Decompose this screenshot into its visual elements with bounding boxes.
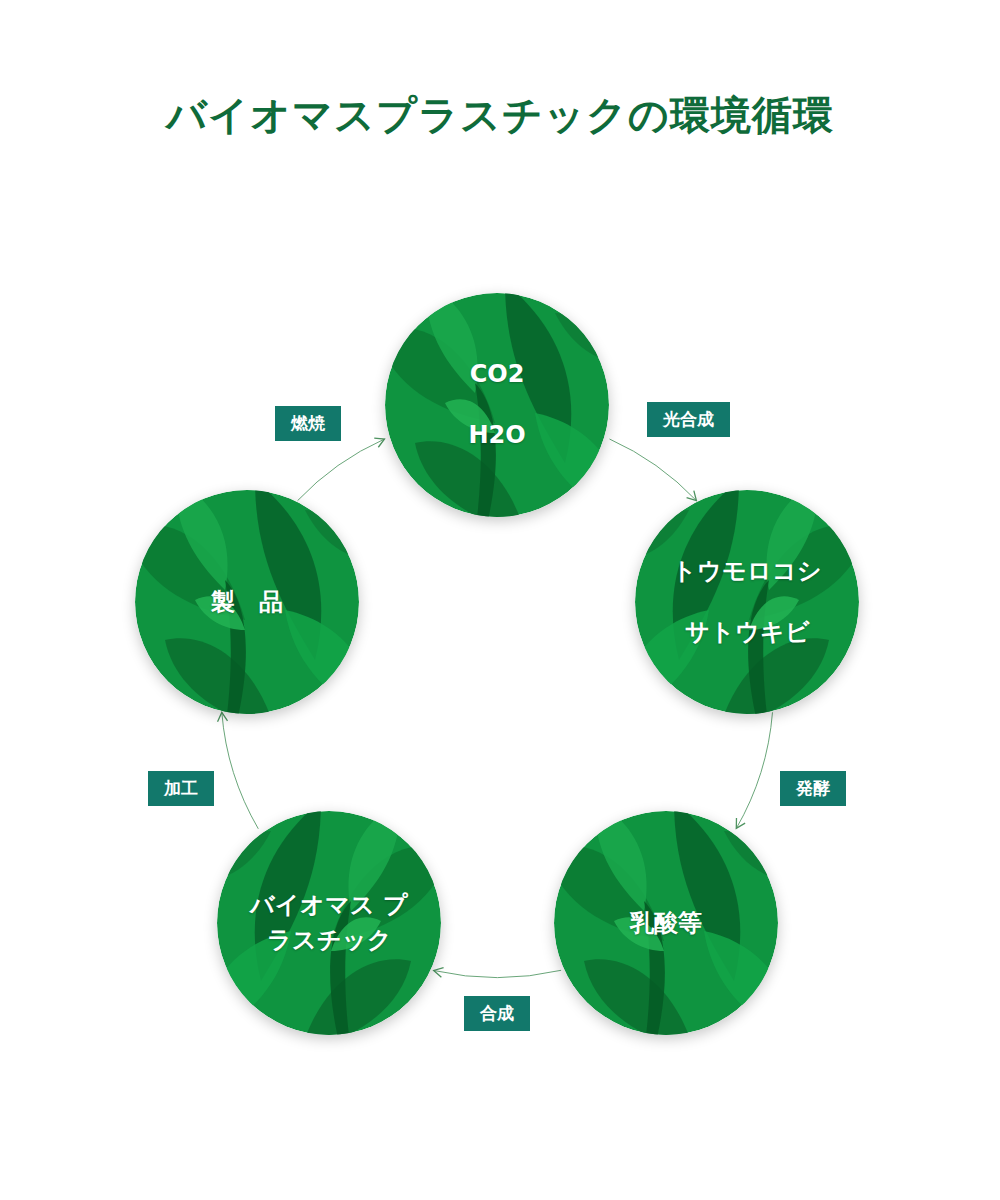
cycle-circle: 製 品 [135,490,359,714]
node-text: トウモロコシ [672,554,822,589]
node-text: 製 品 [211,585,283,620]
cycle-arrow [610,439,697,501]
cycle-arrow [736,712,772,828]
node-text: CO2 [470,357,525,392]
cycle-circle: 乳酸等 [554,811,778,1035]
edge-label: 燃焼 [275,406,341,441]
leaf-texture [385,293,609,517]
edge-label: 光合成 [647,402,730,437]
node-text: H2O [468,418,525,453]
cycle-arrow [434,970,561,977]
leaf-texture [635,490,859,714]
node-text: 乳酸等 [630,906,702,941]
cycle-circle: CO2H2O [385,293,609,517]
edge-label: 加工 [148,771,214,806]
edge-label: 合成 [464,996,530,1031]
node-text: サトウキビ [685,615,810,650]
cycle-circle: バイオマス プラスチック [217,811,441,1035]
leaf-texture [217,811,441,1035]
cycle-circle: トウモロコシサトウキビ [635,490,859,714]
cycle-arrow [222,712,258,828]
node-text: バイオマス プラスチック [239,888,419,958]
cycle-arrow [298,439,385,501]
diagram-title: バイオマスプラスチックの環境循環 [0,88,1000,143]
edge-label: 発酵 [780,771,846,806]
